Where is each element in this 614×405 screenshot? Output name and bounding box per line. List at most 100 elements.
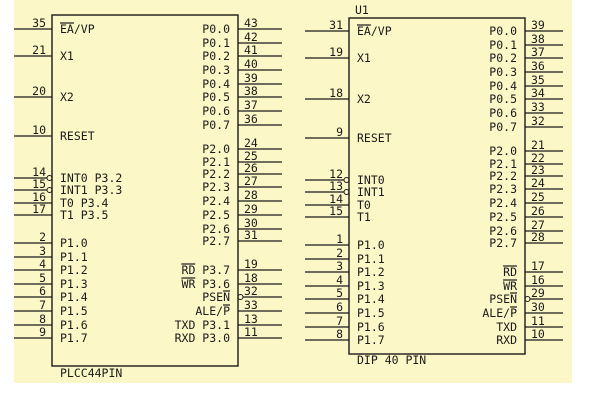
pin-label: P2.0 xyxy=(489,144,517,158)
pin-label: P1.2 xyxy=(357,265,385,279)
pin-label: T1 P3.5 xyxy=(60,208,108,222)
pin-number: 21 xyxy=(32,43,46,57)
pin-label: WR xyxy=(503,279,517,293)
pin-label: INT1 P3.3 xyxy=(60,183,122,197)
pin-label: P1.5 xyxy=(357,306,385,320)
inversion-bubble xyxy=(46,175,53,181)
pin-number: 2 xyxy=(336,246,343,260)
pin-label: P2.4 xyxy=(489,196,517,210)
pin-label: P0.2 xyxy=(202,49,230,63)
pin-number: 8 xyxy=(39,312,46,326)
right-pin: 18 WR P3.6 xyxy=(181,271,282,291)
right-pin: 35 P0.4 xyxy=(489,73,563,93)
pin-number: 16 xyxy=(32,190,46,204)
left-pin: 19 X1 xyxy=(305,45,371,65)
pin-label: P1.0 xyxy=(60,236,88,250)
right-pin: 11 TXD xyxy=(496,314,563,334)
pin-number: 29 xyxy=(531,286,545,300)
pin-number: 25 xyxy=(244,149,258,163)
pin-number: 1 xyxy=(336,232,343,246)
pin-label: P2.6 xyxy=(489,224,517,238)
pin-number: 10 xyxy=(32,123,46,137)
pin-label: P0.1 xyxy=(489,38,517,52)
pin-number: 19 xyxy=(329,45,343,59)
pin-label: P2.3 xyxy=(202,180,230,194)
pin-label: PSEN xyxy=(489,292,517,306)
pin-label: P0.4 xyxy=(489,79,517,93)
pin-label: P1.5 xyxy=(60,304,88,318)
pin-number: 13 xyxy=(329,179,343,193)
right-pin: 38 P0.5 xyxy=(202,84,282,104)
pin-number: 39 xyxy=(244,71,258,85)
pin-label: P2.1 xyxy=(489,157,517,171)
pin-label: ALE/P xyxy=(482,306,517,320)
pin-number: 6 xyxy=(39,284,46,298)
pin-label: RD P3.7 xyxy=(182,263,231,277)
pin-number: 27 xyxy=(531,218,545,232)
pin-label: RESET xyxy=(60,129,95,143)
pin-number: 29 xyxy=(244,202,258,216)
pin-label: P2.3 xyxy=(489,182,517,196)
pin-label: EA/VP xyxy=(357,24,392,38)
inversion-bubble xyxy=(524,296,531,302)
pin-label: RXD P3.0 xyxy=(175,331,230,345)
pin-number: 9 xyxy=(336,125,343,139)
pin-label: P2.2 xyxy=(202,167,230,181)
pin-number: 11 xyxy=(531,314,545,328)
inversion-bubble xyxy=(46,187,53,193)
pin-label: WR P3.6 xyxy=(182,277,231,291)
pin-label: TXD xyxy=(496,320,517,334)
pin-label: P1.4 xyxy=(60,290,88,304)
pin-label: P2.5 xyxy=(202,208,230,222)
pin-label: X1 xyxy=(357,51,371,65)
pin-number: 17 xyxy=(531,259,545,273)
left-pin: 6 P1.4 xyxy=(14,284,88,304)
pin-label: X2 xyxy=(357,92,371,106)
pin-number: 24 xyxy=(244,136,258,150)
inversion-bubble xyxy=(237,294,244,300)
pin-label: RESET xyxy=(357,131,392,145)
pin-number: 37 xyxy=(244,98,258,112)
pin-number: 19 xyxy=(244,257,258,271)
pin-number: 31 xyxy=(329,18,343,32)
pin-label: P0.5 xyxy=(202,90,230,104)
pin-number: 18 xyxy=(244,271,258,285)
pin-number: 3 xyxy=(39,244,46,258)
pin-label: P1.7 xyxy=(357,333,385,347)
pin-label: P0.3 xyxy=(489,65,517,79)
pin-label: P2.7 xyxy=(489,236,517,250)
pin-number: 35 xyxy=(531,73,545,87)
pin-label: P0.7 xyxy=(489,120,517,134)
pin-label: P2.2 xyxy=(489,169,517,183)
pin-number: 38 xyxy=(244,84,258,98)
